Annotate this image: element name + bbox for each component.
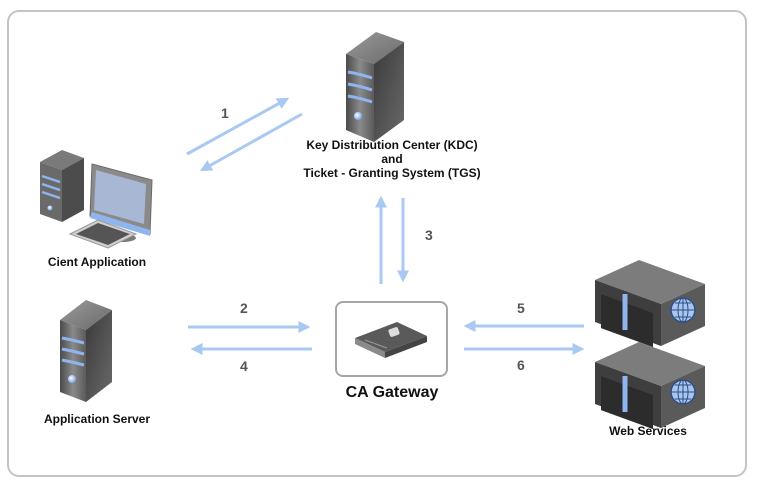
client-computer-icon (40, 150, 153, 249)
arrow-step-1-response (199, 112, 303, 172)
kdc-label-line1: Key Distribution Center (KDC) (306, 138, 478, 152)
web-services-server-icon (595, 260, 705, 430)
ca-gateway-box (335, 301, 448, 377)
kdc-label: Key Distribution Center (KDC) and Ticket… (292, 138, 492, 180)
step-number-5: 5 (517, 300, 525, 316)
application-server-icon (60, 300, 112, 402)
ca-gateway-label: CA Gateway (345, 384, 439, 401)
application-server-label: Application Server (43, 412, 151, 426)
arrow-step-1-request (186, 97, 290, 156)
step-number-6: 6 (517, 357, 525, 373)
step-number-3: 3 (425, 227, 433, 243)
diagram-frame (7, 10, 747, 477)
client-application-label: Cient Application (47, 255, 147, 269)
web-services-label: Web Services (609, 424, 687, 438)
kdc-label-line2: and (381, 152, 403, 166)
step-number-1: 1 (221, 105, 229, 121)
kdc-server-icon (346, 32, 404, 142)
step-number-2: 2 (240, 300, 248, 316)
step-number-4: 4 (240, 358, 248, 374)
kdc-label-line3: Ticket - Granting System (TGS) (303, 166, 481, 180)
